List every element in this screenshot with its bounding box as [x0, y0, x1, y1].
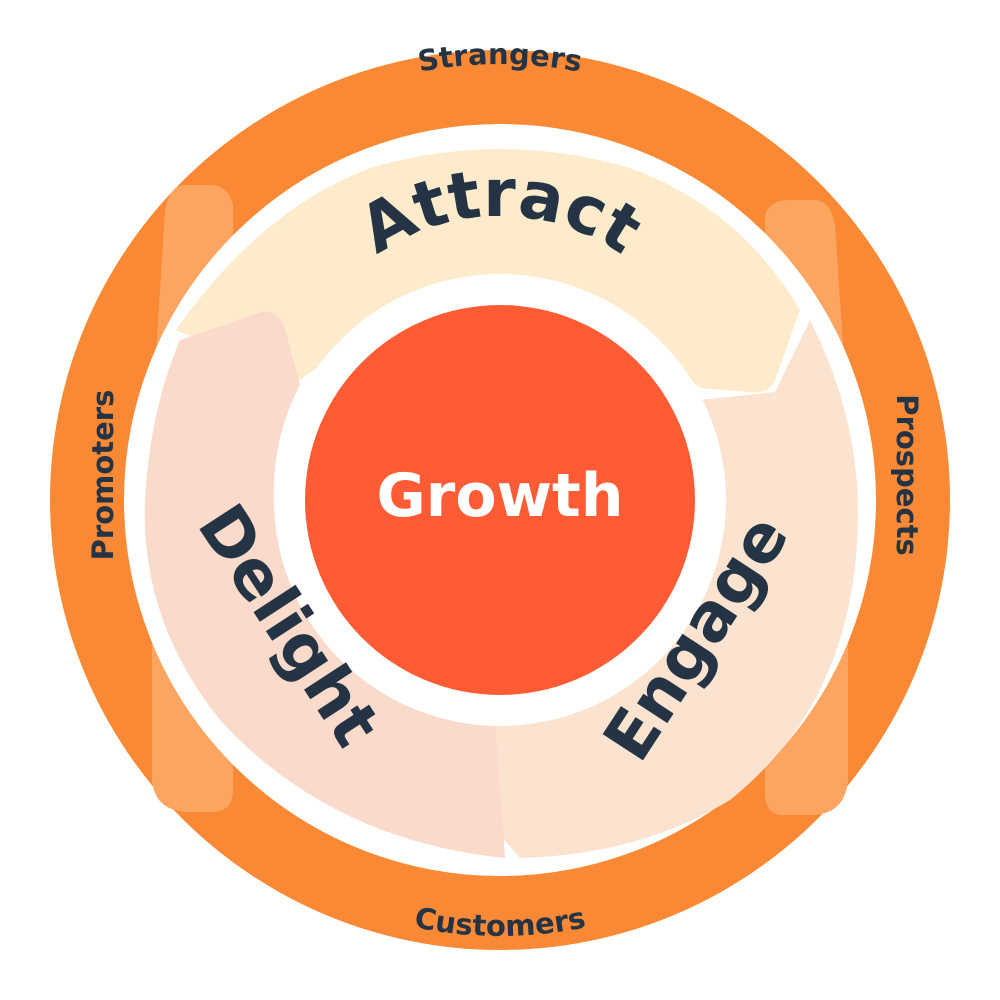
center-circle	[305, 305, 695, 695]
stage-sector-delight	[144, 311, 505, 858]
center-label: Growth	[377, 461, 624, 531]
stage-sector-engage	[458, 320, 859, 858]
outer-label-promoters: Promoters	[86, 390, 120, 561]
outer-label-prospects: Prospects	[890, 394, 924, 555]
